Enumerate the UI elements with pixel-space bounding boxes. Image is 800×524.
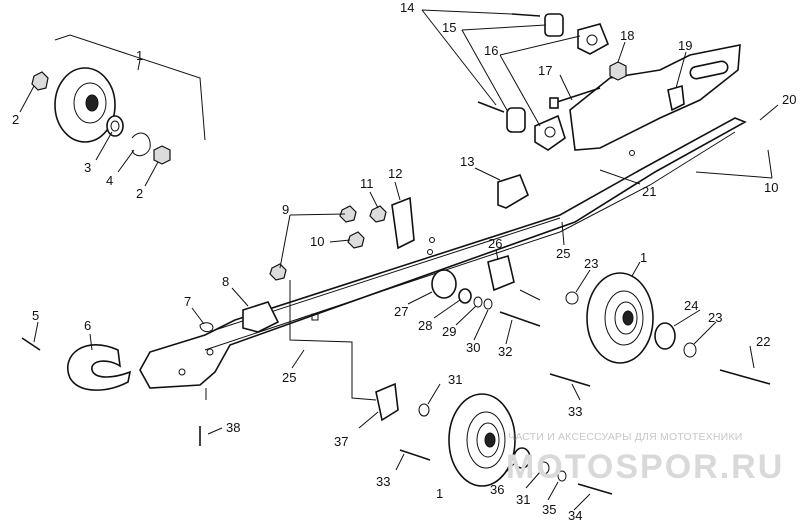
callout-33-left: 33: [376, 474, 390, 489]
callout-19: 19: [678, 38, 692, 53]
lower-hardware: [21, 291, 771, 495]
callout-17: 17: [538, 63, 552, 78]
upper-mount-parts: [477, 13, 685, 151]
callout-10-left: 10: [310, 234, 324, 249]
callout-25-right: 25: [556, 246, 570, 261]
callout-32: 32: [498, 344, 512, 359]
callout-31-top: 31: [448, 372, 462, 387]
callout-24: 24: [684, 298, 698, 313]
rail-tip: [67, 344, 132, 391]
callout-13: 13: [460, 154, 474, 169]
callout-1-top: 1: [136, 48, 143, 63]
slide-rail: [139, 44, 747, 389]
callout-23-left: 23: [584, 256, 598, 271]
callout-3: 3: [84, 160, 91, 175]
callout-12: 12: [388, 166, 402, 181]
callout-2-left: 2: [12, 112, 19, 127]
idler-wheel-bottom: [448, 393, 516, 487]
callout-labels: 1 2 3 4 2 14 15 16 17 18 19 20 10 21 13 …: [12, 0, 796, 523]
watermark-logo: MOTOSPOR.RU: [506, 448, 784, 486]
callout-15: 15: [442, 20, 456, 35]
callout-9: 9: [282, 202, 289, 217]
callout-37: 37: [334, 434, 348, 449]
callout-26: 26: [488, 236, 502, 251]
idler-wheel-top-left: [31, 67, 171, 165]
callout-5: 5: [32, 308, 39, 323]
callout-20: 20: [782, 92, 796, 107]
leader-lines: [19, 9, 779, 511]
callout-16: 16: [484, 43, 498, 58]
callout-27: 27: [394, 304, 408, 319]
callout-1-bottom: 1: [436, 486, 443, 501]
callout-4: 4: [106, 173, 113, 188]
callout-35: 35: [542, 502, 556, 517]
callout-2-right: 2: [136, 186, 143, 201]
callout-29: 29: [442, 324, 456, 339]
callout-23-right: 23: [708, 310, 722, 325]
callout-10-right: 10: [764, 180, 778, 195]
callout-31-bottom: 31: [516, 492, 530, 507]
callout-36: 36: [490, 482, 504, 497]
callout-7: 7: [184, 294, 191, 309]
callout-34: 34: [568, 508, 582, 523]
callout-11: 11: [360, 176, 374, 191]
callout-14: 14: [400, 0, 414, 15]
callout-30: 30: [466, 340, 480, 355]
callout-6: 6: [84, 318, 91, 333]
idler-wheel-right: [586, 272, 654, 364]
callout-1-right: 1: [640, 250, 647, 265]
watermark: ЧАСТИ И АКСЕССУАРЫ ДЛЯ МОТОТЕХНИКИ MOTOS…: [506, 431, 784, 486]
callout-21: 21: [642, 184, 656, 199]
callout-22: 22: [756, 334, 770, 349]
callout-25-left: 25: [282, 370, 296, 385]
callout-8: 8: [222, 274, 229, 289]
callout-33-right: 33: [568, 404, 582, 419]
callout-38: 38: [226, 420, 240, 435]
callout-18: 18: [620, 28, 634, 43]
watermark-tagline: ЧАСТИ И АКСЕССУАРЫ ДЛЯ МОТОТЕХНИКИ: [508, 431, 742, 443]
middle-hardware: [199, 174, 541, 333]
callout-28: 28: [418, 318, 432, 333]
